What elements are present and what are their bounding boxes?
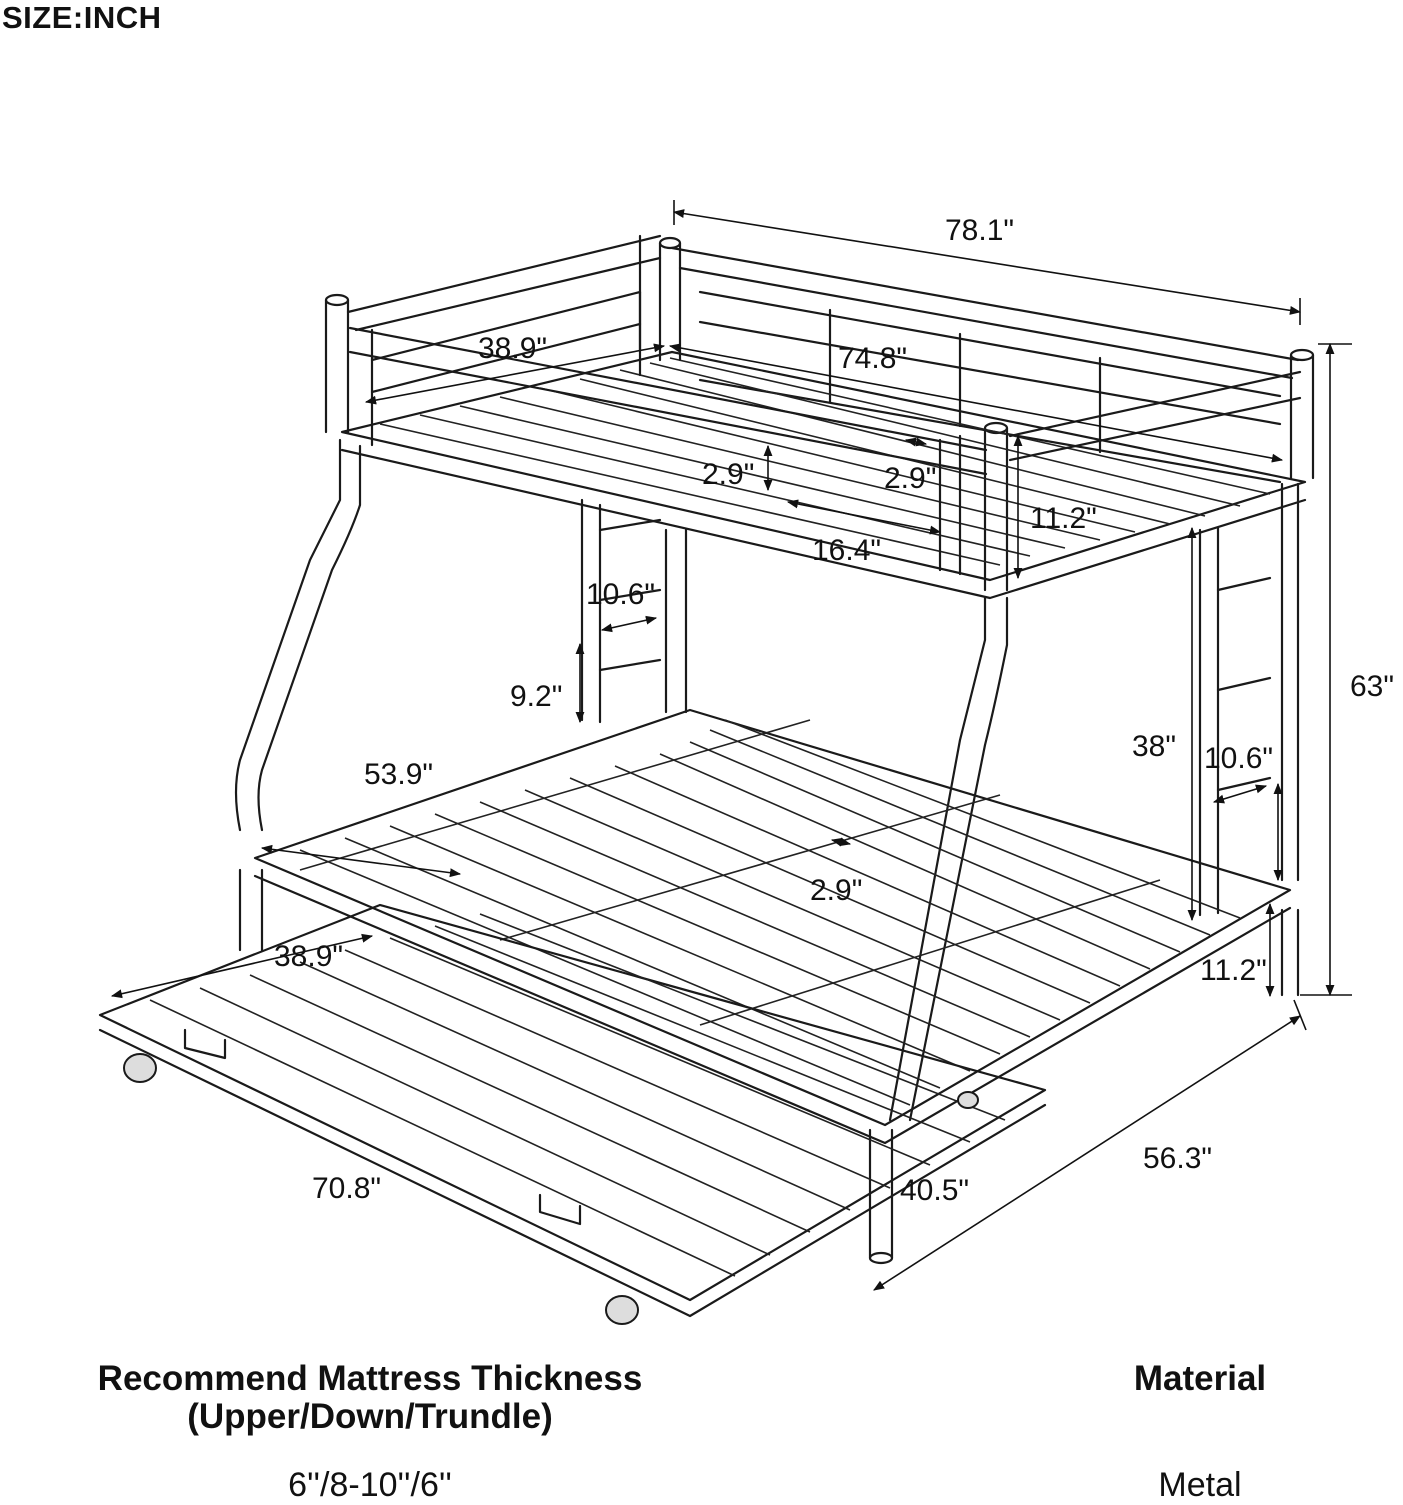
dim-ladder-width-left: 10.6" <box>586 578 655 611</box>
dim-ladder-width-right: 10.6" <box>1204 742 1273 775</box>
left-ladder <box>580 498 662 724</box>
dim-guard-rail-height: 11.2" <box>1030 502 1097 535</box>
caster-wheel-right <box>605 1295 639 1325</box>
material-spec-title: Material <box>1133 1359 1267 1398</box>
material-spec: Material Metal <box>1080 1360 1320 1505</box>
posts <box>324 236 1315 592</box>
dim-trundle-offset: 40.5" <box>900 1174 969 1207</box>
right-ladder <box>1198 526 1272 917</box>
bunk-bed-diagram: 78.1" 38.9" 74.8" 2.9" 2.9" 11.2" 16.4" … <box>98 200 1394 1325</box>
dimension-lines <box>110 200 1352 1291</box>
upper-left-guard <box>346 234 662 394</box>
dim-upper-width: 38.9" <box>478 332 547 365</box>
caster-wheel-left <box>123 1053 157 1083</box>
mattress-spec: Recommend Mattress Thickness (Upper/Down… <box>40 1360 700 1505</box>
dim-lower-floor-clearance: 11.2" <box>1200 954 1267 987</box>
dimension-labels: 78.1" 38.9" 74.8" 2.9" 2.9" 11.2" 16.4" … <box>274 214 1394 1207</box>
dim-total-width: 56.3" <box>1143 1142 1212 1175</box>
bed-frame-drawing <box>98 234 1315 1325</box>
mattress-spec-title-line1: Recommend Mattress Thickness <box>97 1359 643 1398</box>
material-spec-value: Metal <box>1158 1466 1242 1504</box>
mattress-spec-value: 6''/8-10''/6'' <box>288 1466 452 1504</box>
mattress-spec-title-line2: (Upper/Down/Trundle) <box>187 1397 553 1436</box>
dim-lower-width: 53.9" <box>364 758 433 791</box>
size-unit-label: SIZE:INCH <box>2 0 162 35</box>
left-leg <box>234 438 362 952</box>
dim-ladder-step-spacing: 9.2" <box>510 680 562 713</box>
right-leg <box>868 596 1009 1265</box>
dim-trundle-width: 38.9" <box>274 940 343 973</box>
dim-slat-gap-upper-b: 2.9" <box>884 462 936 495</box>
dim-trundle-length: 70.8" <box>312 1172 381 1205</box>
dim-slat-gap-upper-a: 2.9" <box>702 458 754 491</box>
dim-total-length: 78.1" <box>945 214 1014 247</box>
dim-slat-gap-lower: 2.9" <box>810 874 862 907</box>
dim-clearance-height: 38" <box>1132 730 1176 763</box>
dim-inner-length-upper: 74.8" <box>838 342 907 375</box>
trundle <box>98 903 1047 1325</box>
dim-total-height: 63" <box>1350 670 1394 703</box>
dim-guard-opening: 16.4" <box>812 534 881 567</box>
